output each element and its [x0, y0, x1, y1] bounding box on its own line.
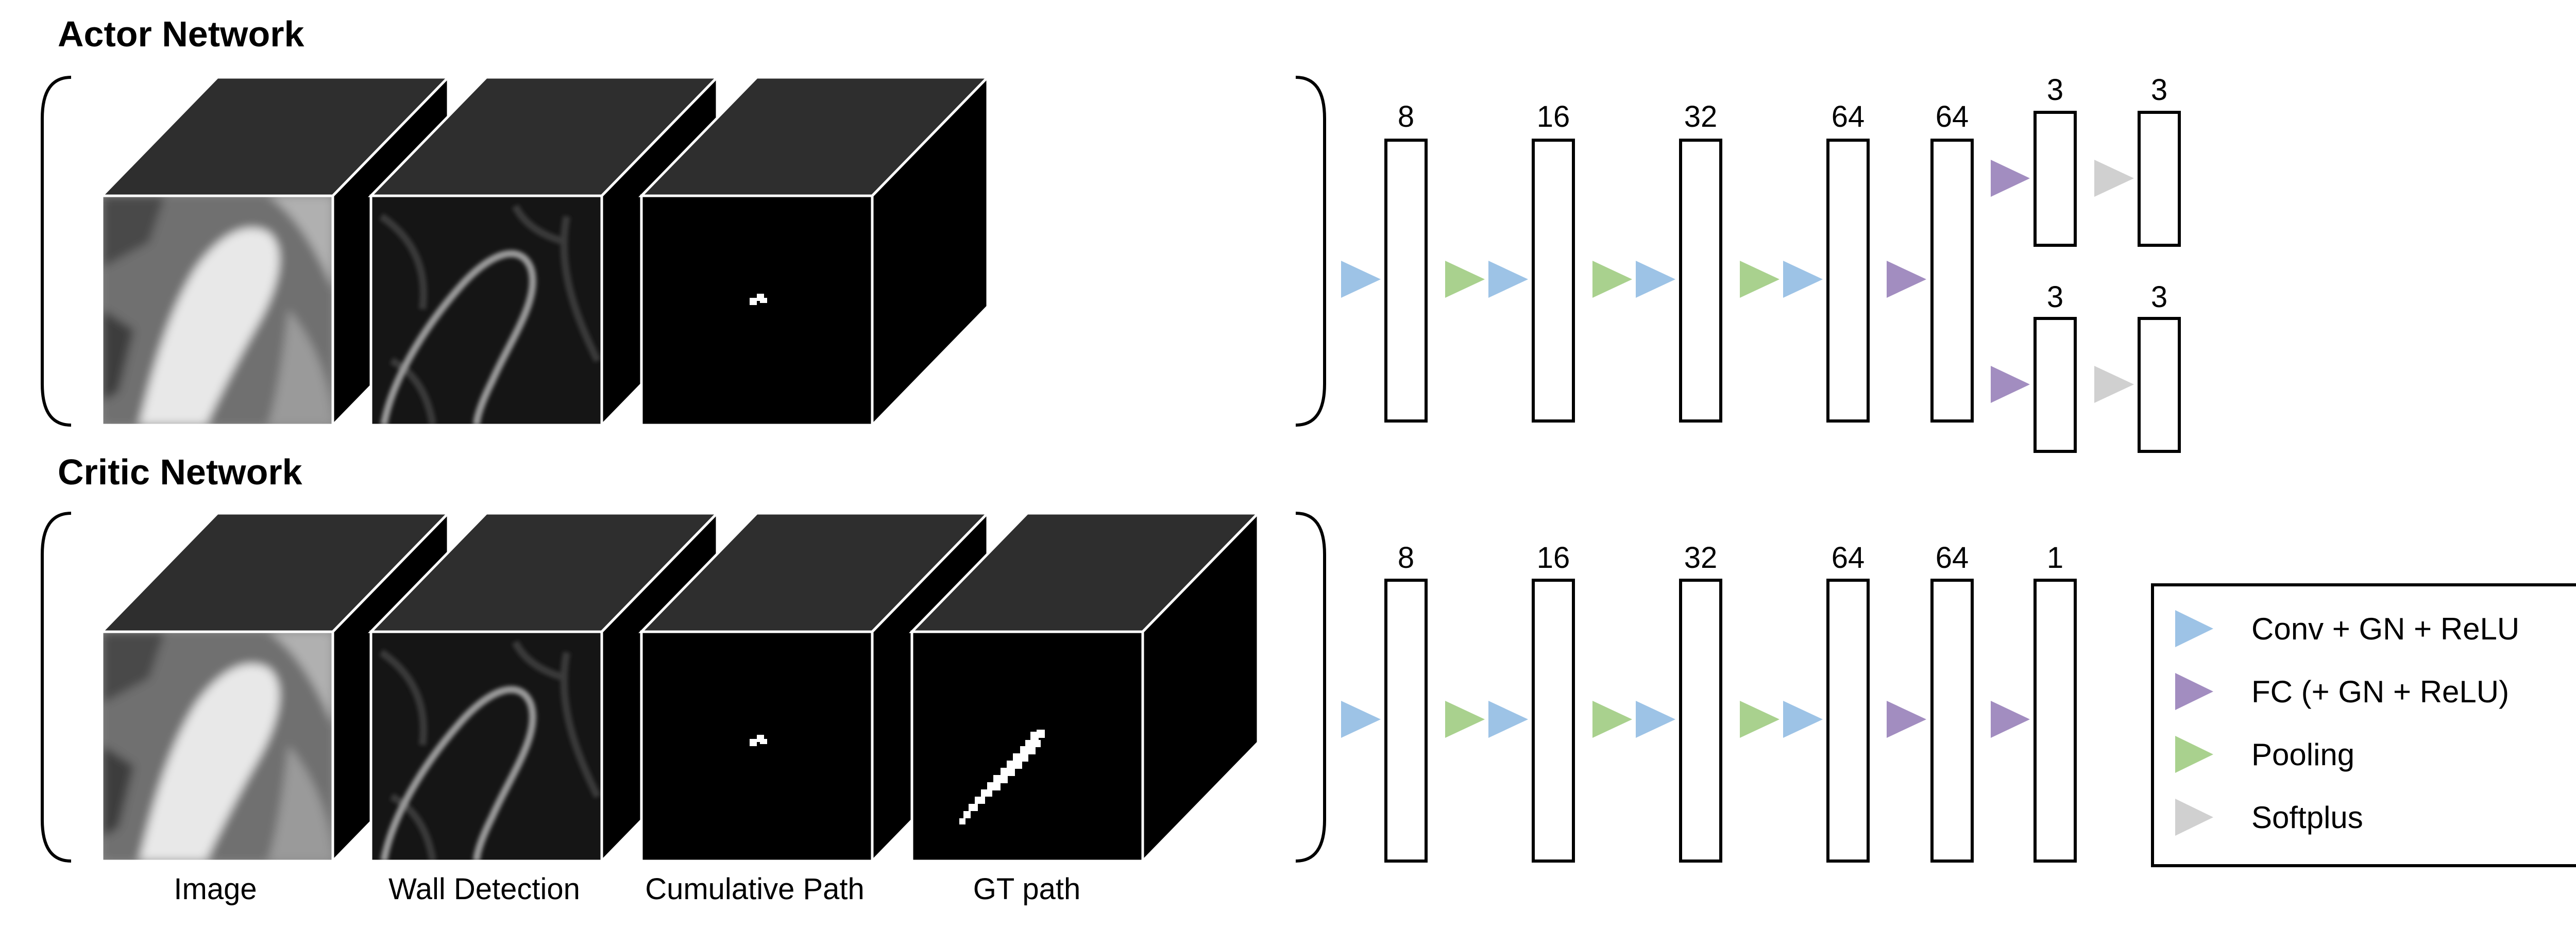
actor-channel-label: 64	[1936, 100, 1969, 133]
actor-head-channel-label: 3	[2151, 73, 2167, 107]
actor-channel-label: 8	[1398, 100, 1414, 133]
legend-softplus-swatch	[2175, 799, 2213, 836]
legend-conv-swatch	[2175, 610, 2213, 647]
critic-layer-64a	[1826, 579, 1870, 863]
pool-arrow	[1740, 261, 1780, 298]
critic-gt-path-cube	[909, 510, 1261, 865]
actor-head-bottom-layer-2	[2138, 317, 2181, 453]
critic-channel-label: 16	[1537, 541, 1570, 575]
caption-cumulative-path: Cumulative Path	[645, 872, 865, 906]
conv-arrow	[1488, 701, 1528, 738]
critic-channel-label: 32	[1684, 541, 1718, 575]
actor-head-top-layer-2	[2138, 111, 2181, 247]
actor-head-top-layer-1	[2033, 111, 2077, 247]
legend-fc-swatch	[2175, 673, 2213, 710]
critic-layer-8	[1384, 579, 1428, 863]
actor-channel-label: 32	[1684, 100, 1718, 133]
legend: Conv + GN + ReLU FC (+ GN + ReLU) Poolin…	[2151, 583, 2576, 867]
actor-head-channel-label: 3	[2047, 280, 2063, 314]
critic-image-cube	[99, 510, 451, 865]
actor-head-bottom-layer-1	[2033, 317, 2077, 453]
pool-arrow	[1592, 261, 1632, 298]
critic-network-title: Critic Network	[58, 452, 302, 492]
actor-layer-8	[1384, 139, 1428, 423]
critic-channel-label: 1	[2047, 541, 2063, 575]
softplus-arrow	[2094, 366, 2134, 403]
fc-arrow	[1887, 261, 1926, 298]
fc-arrow	[1991, 160, 2030, 197]
critic-channel-label: 8	[1398, 541, 1414, 575]
pool-arrow	[1592, 701, 1632, 738]
legend-pool-label: Pooling	[2251, 737, 2354, 772]
critic-channel-label: 64	[1832, 541, 1865, 575]
critic-layer-32	[1679, 579, 1722, 863]
actor-layer-64b	[1930, 139, 1974, 423]
softplus-arrow	[2094, 160, 2134, 197]
cumulative-path-marker	[750, 294, 767, 305]
gt-path-marker	[959, 730, 1045, 824]
legend-pool-swatch	[2175, 736, 2213, 773]
critic-input-right-bracket	[1295, 512, 1326, 863]
actor-channel-label: 16	[1537, 100, 1570, 133]
actor-image-cube	[99, 74, 451, 429]
fc-arrow	[1991, 366, 2030, 403]
actor-network-title: Actor Network	[58, 14, 304, 54]
legend-box	[2151, 583, 2576, 867]
actor-channel-label: 64	[1832, 100, 1865, 133]
critic-layer-1	[2033, 579, 2077, 863]
actor-layer-32	[1679, 139, 1722, 423]
actor-operation-arrows	[1341, 160, 2134, 403]
actor-cumulative-path-cube	[638, 74, 991, 429]
actor-input-left-bracket	[41, 76, 72, 427]
critic-layer-16	[1532, 579, 1575, 863]
cumulative-path-slice	[640, 630, 874, 863]
critic-channel-label: 64	[1936, 541, 1969, 575]
legend-fc-label: FC (+ GN + ReLU)	[2251, 675, 2509, 709]
actor-head-channel-label: 3	[2151, 280, 2167, 314]
actor-head-channel-label: 3	[2047, 73, 2063, 107]
conv-arrow	[1488, 261, 1528, 298]
conv-arrow	[1341, 261, 1381, 298]
caption-wall-detection: Wall Detection	[388, 872, 580, 906]
critic-operation-arrows	[1341, 701, 2030, 738]
actor-layer-16	[1532, 139, 1575, 423]
conv-arrow	[1783, 261, 1823, 298]
critic-cumulative-path-cube	[638, 510, 991, 865]
actor-layers	[1384, 111, 2181, 453]
conv-arrow	[1783, 701, 1823, 738]
legend-softplus-label: Softplus	[2251, 800, 2363, 835]
critic-layer-64b	[1930, 579, 1974, 863]
caption-image: Image	[174, 872, 257, 906]
legend-conv-label: Conv + GN + ReLU	[2251, 612, 2519, 646]
critic-input-left-bracket	[41, 512, 72, 863]
pool-arrow	[1445, 701, 1485, 738]
conv-arrow	[1636, 261, 1675, 298]
critic-layers	[1384, 579, 2077, 863]
actor-input-right-bracket	[1295, 76, 1326, 427]
cumulative-path-slice	[640, 194, 874, 427]
fc-arrow	[1887, 701, 1926, 738]
caption-gt-path: GT path	[973, 872, 1081, 906]
fc-arrow	[1991, 701, 2030, 738]
conv-arrow	[1636, 701, 1675, 738]
pool-arrow	[1445, 261, 1485, 298]
conv-arrow	[1341, 701, 1381, 738]
actor-layer-64a	[1826, 139, 1870, 423]
pool-arrow	[1740, 701, 1780, 738]
cumulative-path-marker	[750, 735, 767, 746]
